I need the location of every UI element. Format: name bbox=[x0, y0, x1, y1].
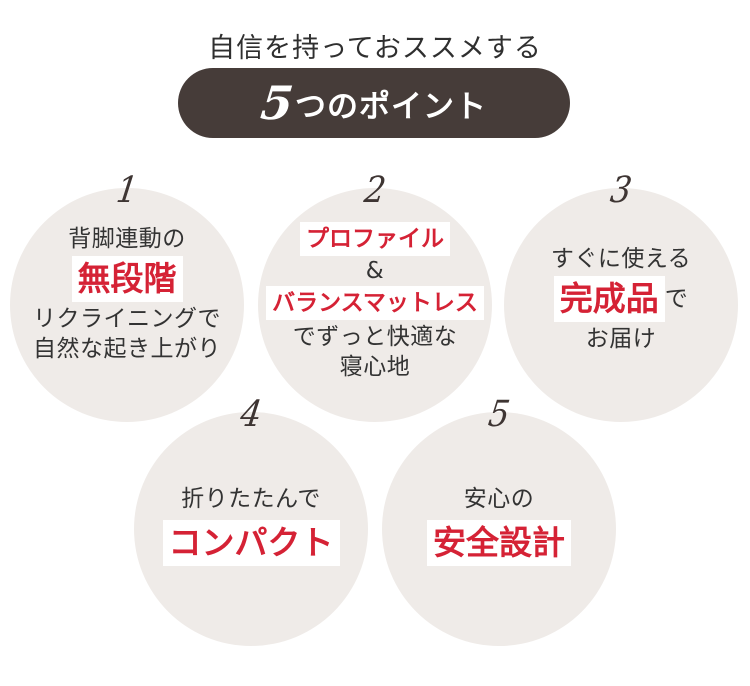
point-2-circle: プロファイル & バランスマットレス でずっと快適な 寝心地 bbox=[258, 188, 492, 422]
point-2-content: プロファイル & バランスマットレス でずっと快適な 寝心地 bbox=[258, 220, 492, 382]
point-3-highlight: 完成品 bbox=[553, 276, 665, 322]
point-1-highlight: 無段階 bbox=[71, 256, 183, 302]
point-1-number: 1 bbox=[113, 170, 141, 211]
header-title: 自信を持っておススメする bbox=[208, 33, 542, 64]
point-5-highlight: 安全設計 bbox=[427, 520, 571, 566]
point-3-suffix: で bbox=[664, 286, 689, 312]
point-4-content: 折りたたんで コンパクト bbox=[134, 484, 368, 568]
pill-text: つのポイント bbox=[295, 88, 487, 125]
point-4-highlight: コンパクト bbox=[162, 520, 340, 566]
point-1-line2: リクライニングで bbox=[33, 306, 221, 332]
point-2-highlight1: プロファイル bbox=[300, 222, 450, 256]
header-pill: 5 つのポイント bbox=[178, 68, 570, 138]
point-4-number: 4 bbox=[237, 394, 265, 435]
point-5-circle: 安心の 安全設計 bbox=[382, 412, 616, 646]
point-1-line1: 背脚連動の bbox=[68, 226, 186, 252]
point-2-line1: でずっと快適な bbox=[292, 324, 458, 350]
point-1-content: 背脚連動の 無段階 リクライニングで 自然な起き上がり bbox=[10, 224, 244, 364]
point-3-content: すぐに使える 完成品 で お届け bbox=[504, 244, 738, 354]
point-3-circle: すぐに使える 完成品 で お届け bbox=[504, 188, 738, 422]
point-5-content: 安心の 安全設計 bbox=[382, 484, 616, 568]
point-1-circle: 背脚連動の 無段階 リクライニングで 自然な起き上がり bbox=[10, 188, 244, 422]
pill-number: 5 bbox=[258, 76, 296, 130]
point-3-number: 3 bbox=[607, 170, 635, 211]
point-2-amp: & bbox=[365, 258, 385, 284]
point-4-circle: 折りたたんで コンパクト bbox=[134, 412, 368, 646]
point-3-line1: すぐに使える bbox=[550, 246, 692, 272]
point-2-line2: 寝心地 bbox=[339, 354, 411, 380]
point-3-line2: お届け bbox=[585, 326, 657, 352]
point-2-number: 2 bbox=[361, 170, 389, 211]
point-4-line1: 折りたたんで bbox=[181, 486, 321, 512]
point-5-number: 5 bbox=[485, 394, 513, 435]
point-2-highlight2: バランスマットレス bbox=[266, 286, 484, 320]
point-3-highlight-row: 完成品 で bbox=[553, 274, 689, 324]
point-5-line1: 安心の bbox=[463, 486, 535, 512]
point-1-line3: 自然な起き上がり bbox=[33, 336, 221, 362]
